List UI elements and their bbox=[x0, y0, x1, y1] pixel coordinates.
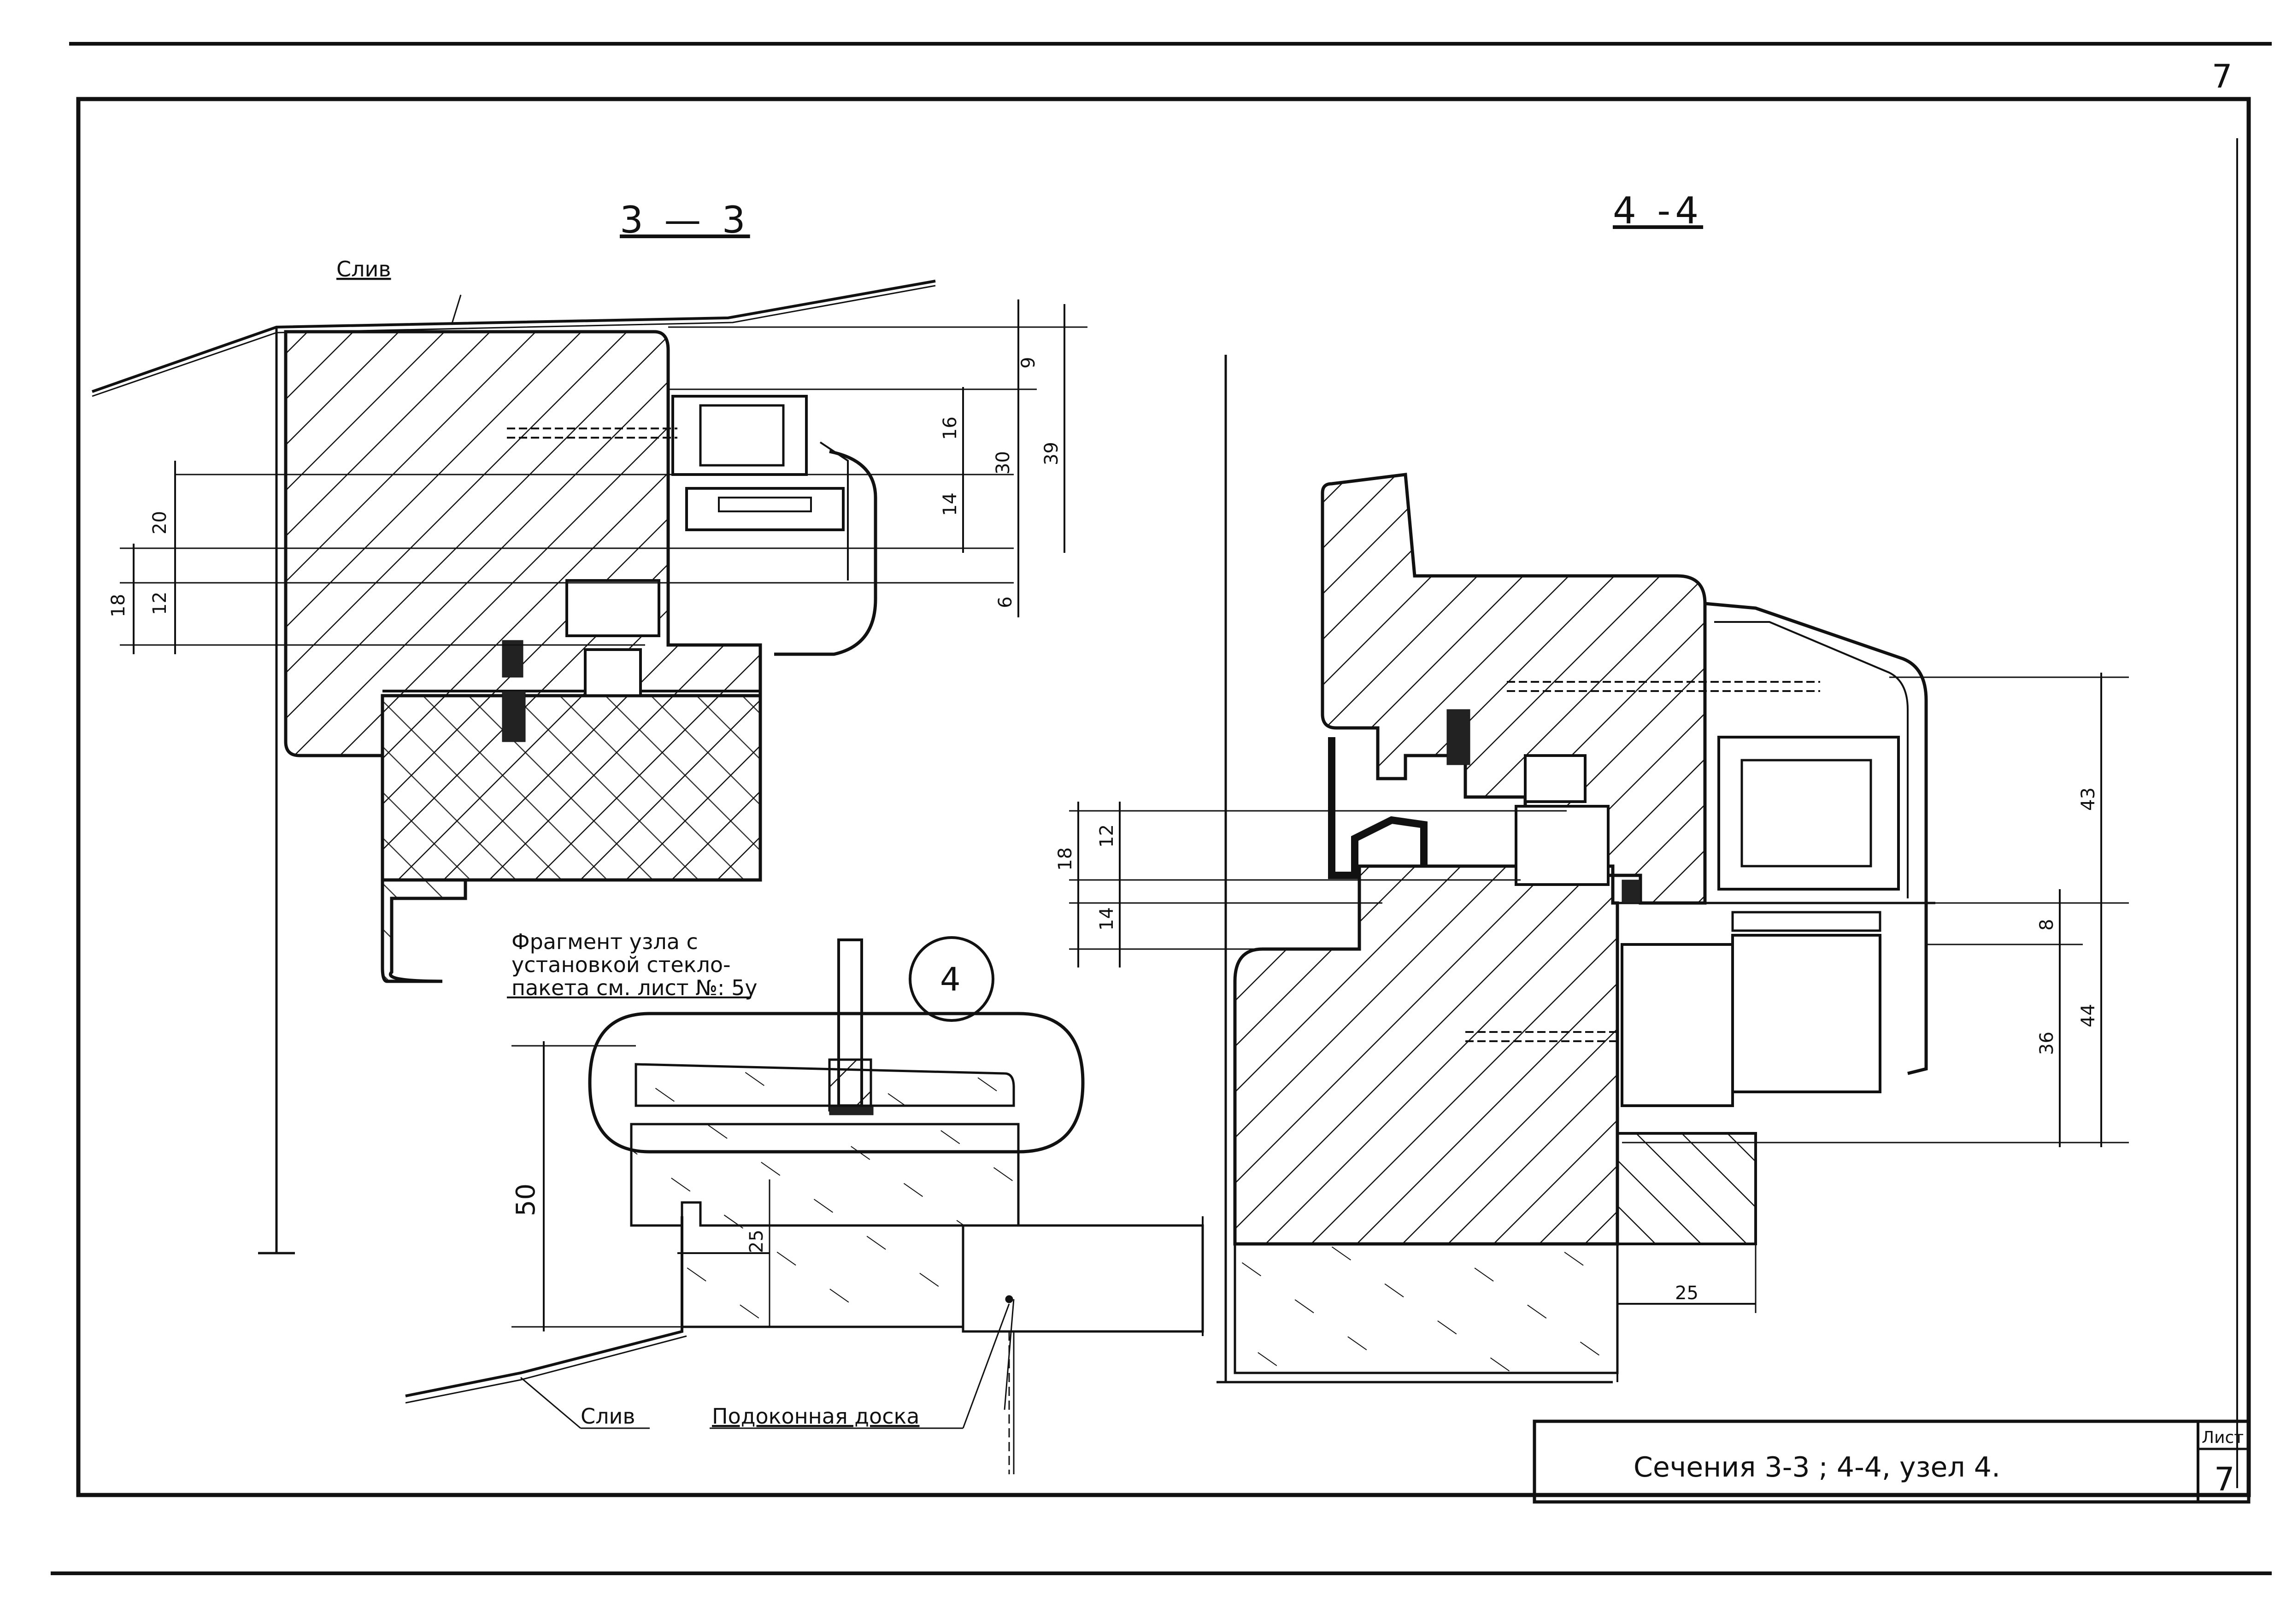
node-4-dim-25: 25 bbox=[746, 1230, 767, 1253]
dim-18: 18 bbox=[108, 594, 129, 617]
title-block bbox=[1533, 1419, 2251, 1504]
dim-18-b: 18 bbox=[1055, 847, 1076, 871]
section-3-3-dimensions: 9 16 30 39 14 20 18 12 6 bbox=[108, 357, 1062, 617]
node-4-note-line3: пакета см. лист №: 5у bbox=[511, 975, 758, 1000]
node-4-marker-circle bbox=[909, 936, 994, 1022]
section-3-3 bbox=[92, 280, 1087, 1255]
dim-20: 20 bbox=[149, 511, 170, 534]
dim-12-b: 12 bbox=[1096, 824, 1117, 848]
dim-36: 36 bbox=[2036, 1032, 2057, 1055]
sheet-number: 7 bbox=[2214, 1460, 2235, 1498]
drip-flashing-top bbox=[92, 280, 936, 393]
sash-profile-lower bbox=[381, 694, 762, 983]
section-4-4-dimensions: 43 18 12 14 8 36 44 25 bbox=[1055, 787, 2099, 1304]
node-4-marker: 4 bbox=[940, 961, 961, 998]
sash-profile-4-4 bbox=[1321, 473, 1707, 905]
sheet-label: Лист bbox=[2202, 1428, 2244, 1447]
section-4-4 bbox=[1069, 355, 2129, 1384]
section-4-4-title: 4 -4 bbox=[1613, 189, 1703, 232]
dim-14: 14 bbox=[940, 492, 961, 516]
title-block-text: Сечения 3-3 ; 4-4, узел 4. bbox=[1634, 1451, 2000, 1483]
page-corner-number: 7 bbox=[2212, 58, 2233, 95]
dim-30: 30 bbox=[993, 451, 1014, 475]
dim-14-b: 14 bbox=[1096, 907, 1117, 931]
dim-25-b: 25 bbox=[1675, 1283, 1698, 1304]
drip-label-bottom: Слив bbox=[581, 1404, 635, 1429]
section-3-3-title: 3 — 3 bbox=[620, 199, 750, 241]
node-4 bbox=[405, 936, 1204, 1474]
dim-9: 9 bbox=[1018, 357, 1039, 369]
dim-8: 8 bbox=[2036, 919, 2057, 931]
sheet-frame bbox=[51, 42, 2272, 1575]
node-4-dim-50: 50 bbox=[511, 1184, 541, 1216]
dim-44: 44 bbox=[2078, 1004, 2099, 1027]
dim-43: 43 bbox=[2078, 787, 2099, 811]
frame-profile-4-4 bbox=[1233, 864, 1619, 1246]
node-4-note-line2: установкой стекло- bbox=[511, 952, 731, 977]
window-sill-label: Подоконная доска bbox=[712, 1404, 919, 1429]
drip-label-top: Слив bbox=[336, 257, 391, 281]
dim-12: 12 bbox=[149, 592, 170, 615]
dim-39: 39 bbox=[1041, 442, 1062, 465]
dim-6: 6 bbox=[995, 597, 1016, 608]
dim-16: 16 bbox=[940, 416, 961, 440]
node-4-note-line1: Фрагмент узла с bbox=[511, 929, 698, 954]
